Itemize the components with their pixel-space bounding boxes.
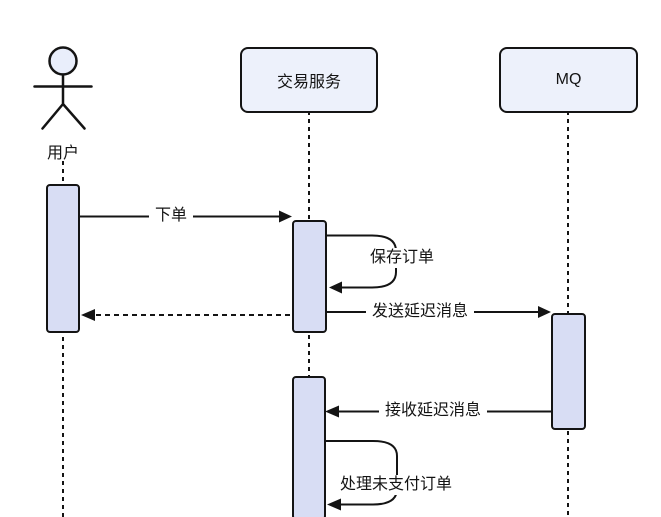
participant-label-mq: MQ xyxy=(555,71,582,88)
arrowhead-handle-unpaid xyxy=(327,498,341,511)
participant-label-trade: 交易服务 xyxy=(276,74,341,91)
actor-user-figure xyxy=(33,46,93,130)
actor-head xyxy=(48,46,78,76)
participant-box-trade: 交易服务 xyxy=(240,47,378,113)
actor-label-user: 用户 xyxy=(46,145,80,162)
activation-trade-1 xyxy=(292,220,327,333)
message-label-send-delay: 发送延迟消息 xyxy=(365,302,475,322)
activation-trade-2 xyxy=(292,376,326,517)
message-label-save-order: 保存订单 xyxy=(363,248,441,268)
arrowhead-send-delay xyxy=(538,306,551,318)
arrowhead-recv-delay xyxy=(325,405,339,418)
message-label-handle-unpaid: 处理未支付订单 xyxy=(333,475,459,495)
message-label-place-order: 下单 xyxy=(148,206,194,226)
activation-user xyxy=(46,184,80,333)
arrowhead-place-order xyxy=(279,210,292,223)
arrowhead-save-order xyxy=(329,281,342,294)
activation-mq xyxy=(551,313,586,430)
participant-box-mq: MQ xyxy=(499,47,638,113)
arrowhead-return xyxy=(81,309,95,321)
actor-body xyxy=(33,73,93,130)
message-line-handle-unpaid xyxy=(326,440,398,506)
activation-bars xyxy=(46,184,586,517)
message-label-recv-delay: 接收延迟消息 xyxy=(378,401,488,421)
